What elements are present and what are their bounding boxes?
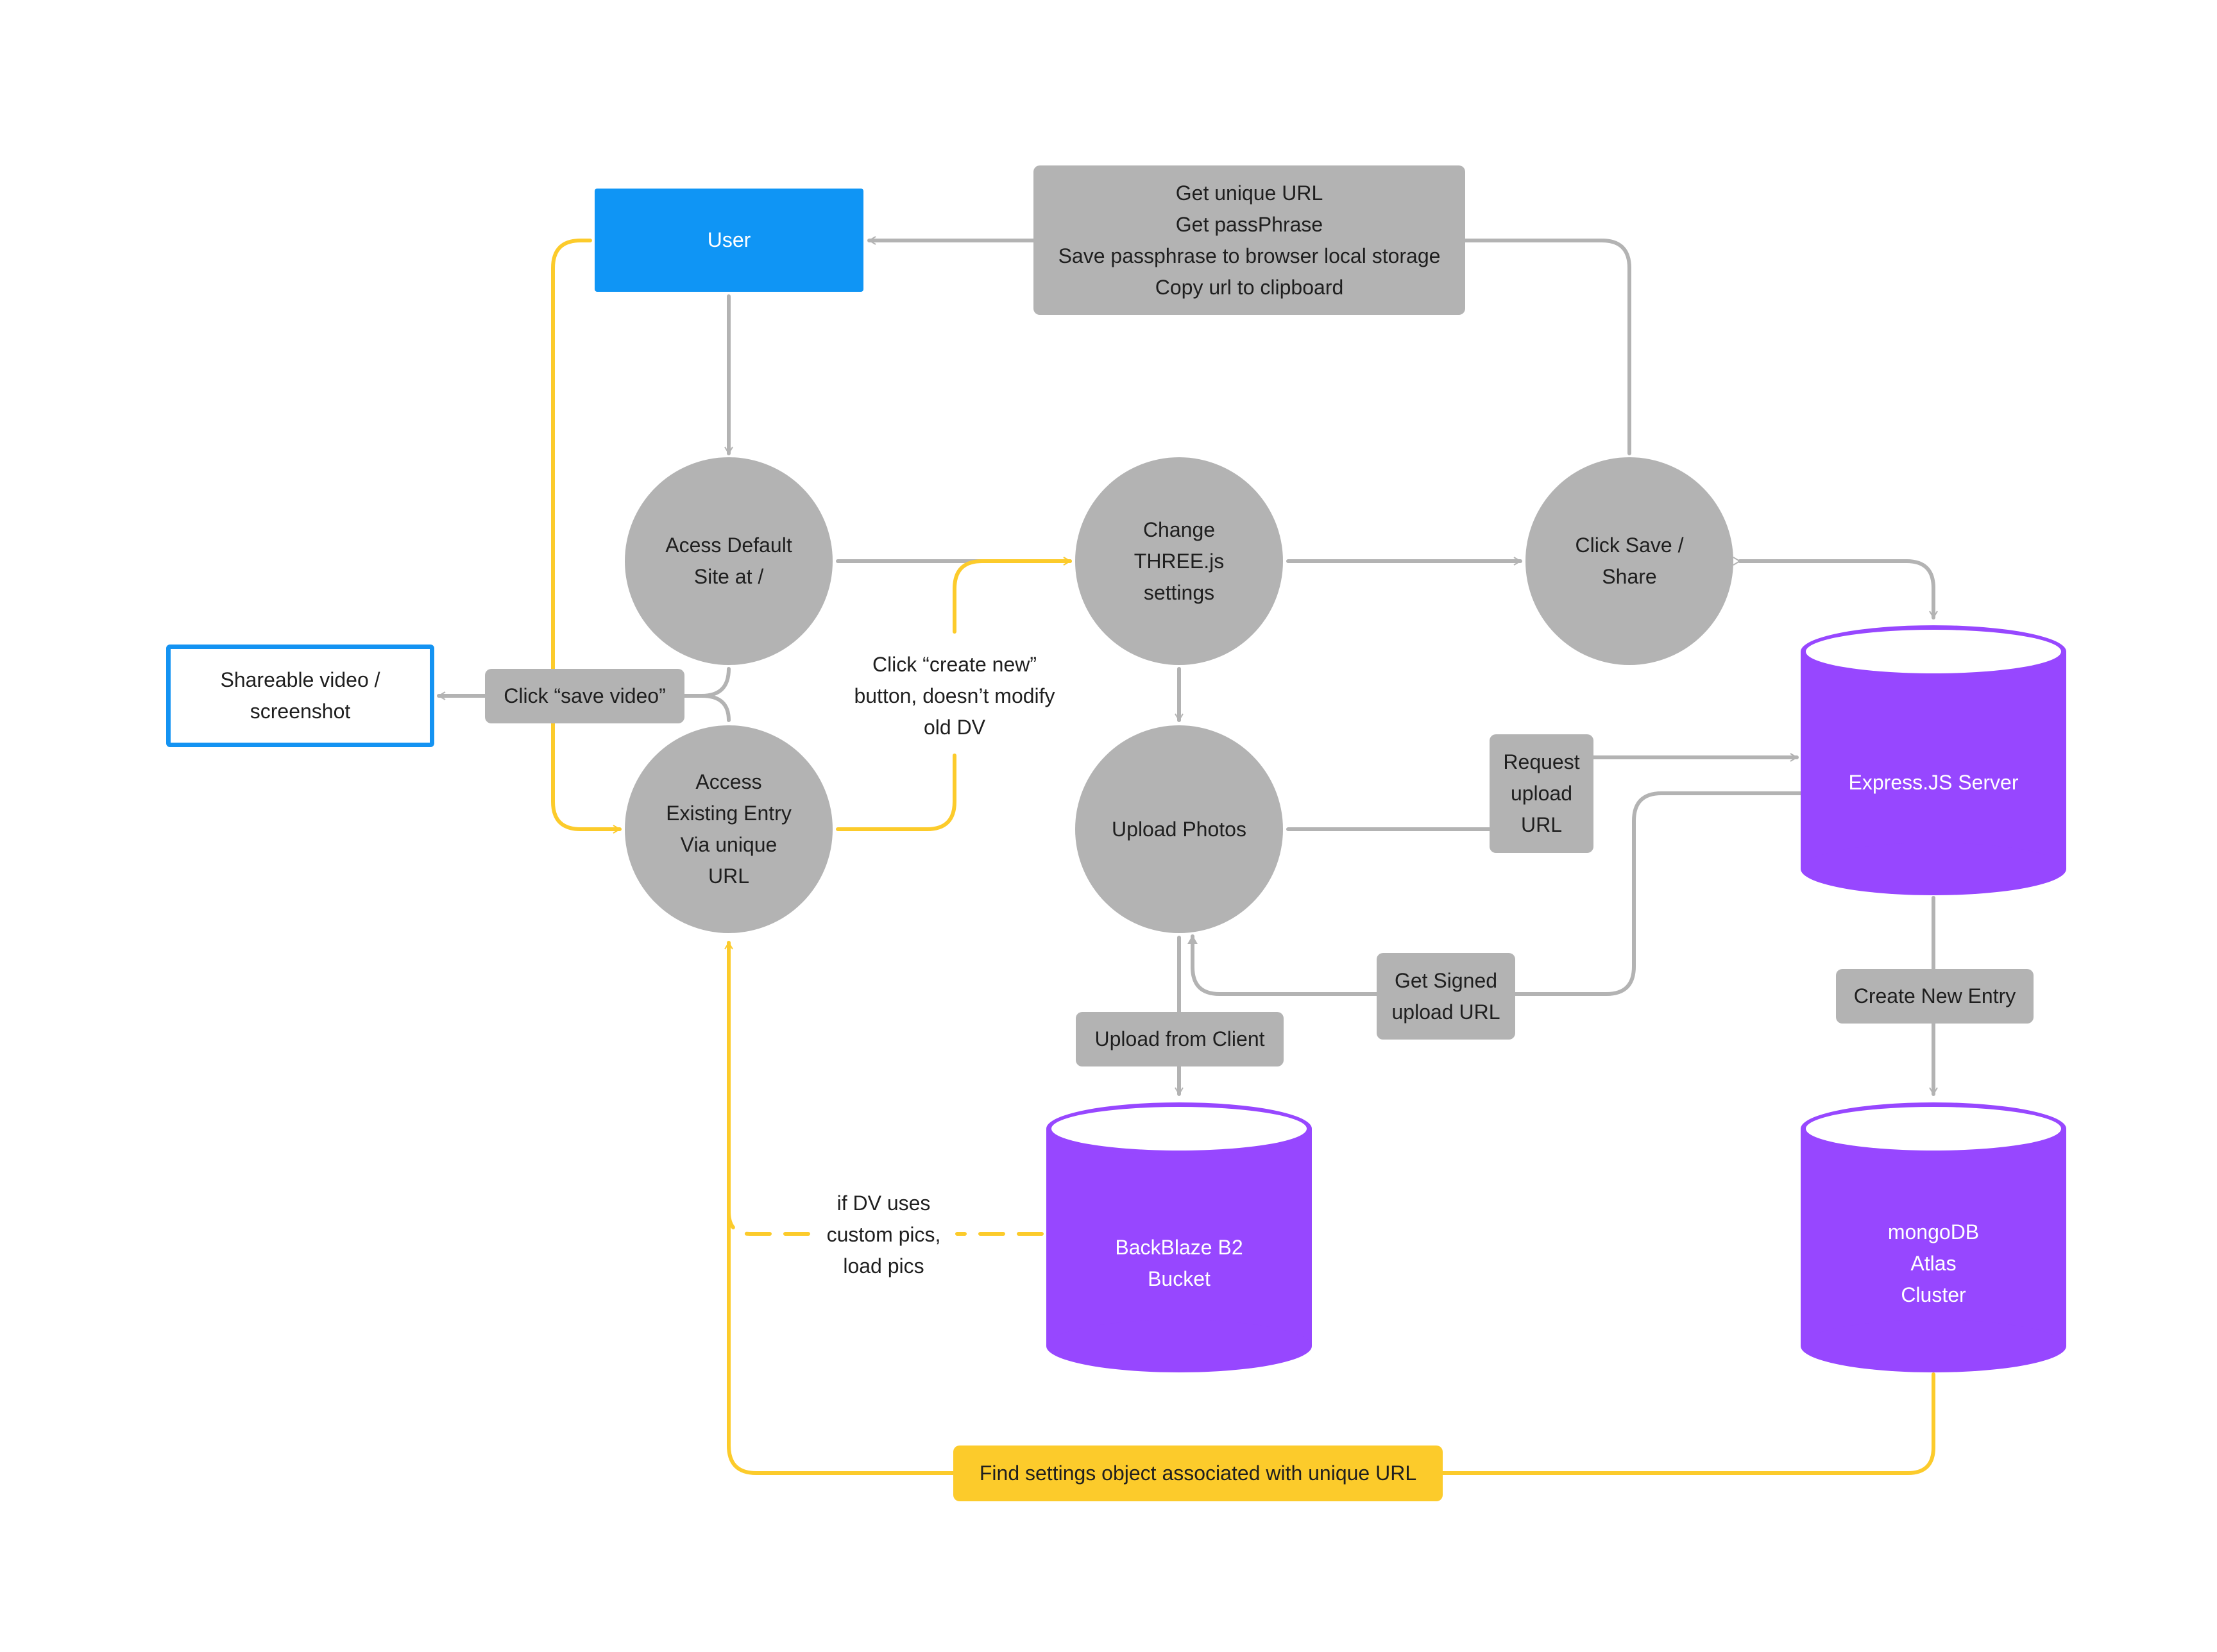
upload-photos-circle[interactable] (1075, 725, 1283, 933)
express-database-label: Express.JS Server (1848, 770, 2019, 794)
find-settings-label: Find settings object associated with uni… (953, 1446, 1443, 1501)
click-save-label: Click Save / Share (1575, 534, 1684, 588)
edge-save-to-response (1463, 239, 1631, 455)
edge-existing-to-create-label (836, 754, 956, 831)
request-upload-label: Request upload URL (1490, 734, 1593, 853)
access-default-circle[interactable] (625, 457, 833, 665)
edge-mongo-to-find (1441, 1372, 1935, 1475)
custom-pics-label: if DV uses custom pics, load pics (826, 1191, 941, 1277)
mongodb-database-label: mongoDB Atlas Cluster (1887, 1220, 1980, 1306)
change-settings-circle[interactable] (1075, 457, 1283, 665)
create-new-label: Click “create new” button, doesn’t modif… (854, 652, 1055, 739)
change-settings-label: Change THREE.js settings (1134, 518, 1225, 604)
create-entry-label: Create New Entry (1836, 969, 2034, 1024)
edge-find-to-existing (724, 941, 955, 1475)
shareable-output-node: Shareable video / screenshot (166, 645, 434, 747)
access-existing-circle[interactable] (625, 725, 833, 933)
express-database (1801, 625, 2066, 895)
edge-custom-pics-to-existing (727, 1210, 810, 1236)
edge-user-to-existing (551, 239, 622, 834)
user-node[interactable]: User (595, 189, 863, 292)
edge-express-to-signed (1513, 788, 1808, 996)
save-video-label[interactable]: Click “save video” (485, 669, 684, 723)
edge-existing-save-video (700, 694, 731, 722)
edge-signed-to-upload (1187, 934, 1379, 996)
edge-default-save-video (683, 667, 731, 698)
save-response-box: Get unique URL Get passPhrase Save passp… (1033, 165, 1465, 315)
access-existing-label: Access Existing Entry Via unique URL (666, 770, 792, 888)
backblaze-database (1046, 1102, 1312, 1372)
upload-client-label: Upload from Client (1076, 1012, 1284, 1066)
edge-save-express (1733, 557, 1938, 620)
access-default-label: Acess Default Site at / (665, 534, 792, 588)
edge-create-label-to-settings (953, 557, 1072, 634)
signed-upload-label: Get Signed upload URL (1377, 953, 1515, 1040)
backblaze-database-label: BackBlaze B2 Bucket (1115, 1236, 1243, 1290)
upload-photos-label: Upload Photos (1112, 817, 1246, 841)
mongodb-database (1801, 1102, 2066, 1372)
click-save-circle[interactable] (1525, 457, 1733, 665)
